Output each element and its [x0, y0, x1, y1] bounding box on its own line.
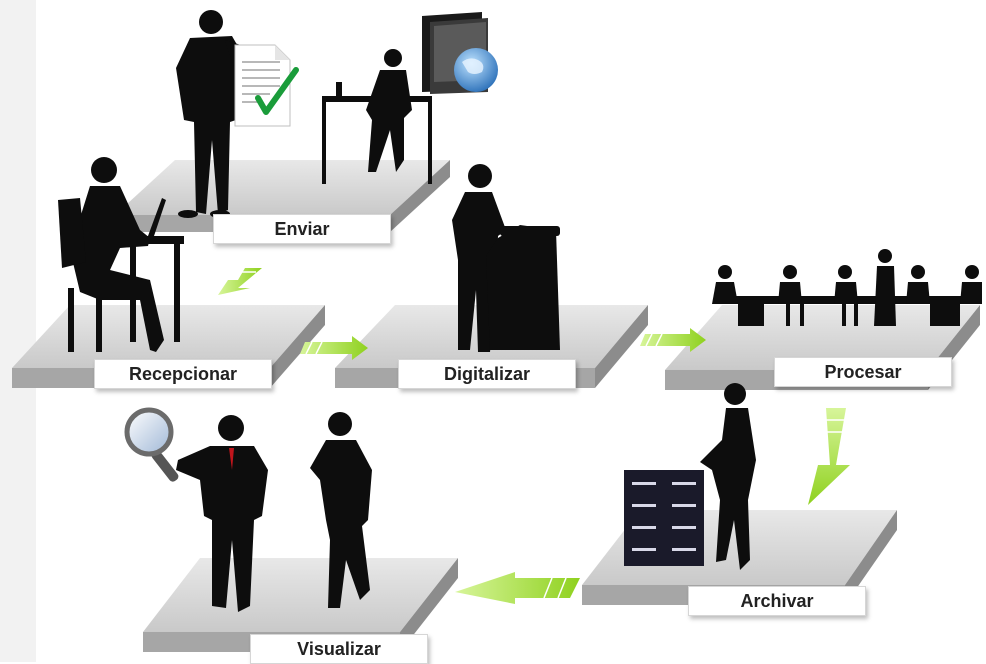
meeting-table-silhouette — [712, 249, 982, 326]
arrow-archivar-to-visualizar — [455, 572, 580, 604]
stage-label-archivar: Archivar — [688, 586, 866, 616]
arrow-procesar-to-archivar — [808, 408, 850, 505]
woman-with-laptop-silhouette — [58, 157, 184, 352]
person-at-scanner-silhouette — [452, 164, 560, 352]
businessman-silhouette — [176, 415, 268, 612]
stage-label-procesar: Procesar — [774, 357, 952, 387]
stage-label-visualizar: Visualizar — [250, 634, 428, 664]
man-walking-silhouette — [310, 412, 372, 608]
file-cabinets-silhouette — [624, 470, 704, 566]
stage-label-digitalizar: Digitalizar — [398, 359, 576, 389]
woman-at-cabinet-silhouette — [700, 383, 756, 570]
stage-label-enviar: Enviar — [213, 214, 391, 244]
left-margin-strip — [0, 0, 36, 662]
stage-label-recepcionar: Recepcionar — [94, 359, 272, 389]
globe-folder-icon — [422, 12, 498, 94]
person-at-desk-silhouette — [322, 49, 432, 184]
arrow-recepcionar-to-digitalizar — [300, 336, 368, 360]
arrow-enviar-to-recepcionar — [218, 268, 262, 295]
magnifier-icon — [124, 407, 179, 482]
arrow-digitalizar-to-procesar — [640, 328, 706, 352]
document-check-icon — [234, 44, 299, 127]
